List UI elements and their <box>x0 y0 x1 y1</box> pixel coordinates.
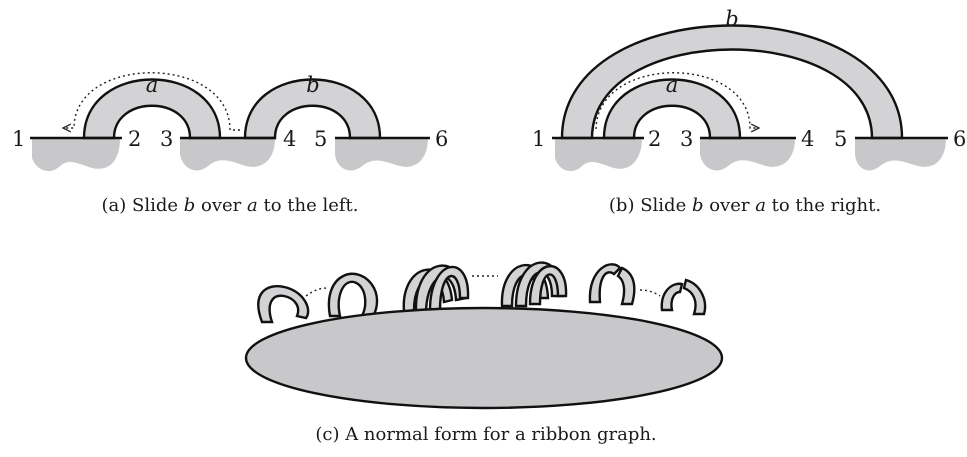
ellipsis-connector-1 <box>305 287 329 297</box>
band-a <box>82 78 222 140</box>
disk-3 <box>855 138 946 171</box>
disk-2 <box>700 138 795 171</box>
disk-1 <box>555 138 642 172</box>
panel-a: a b 1 2 3 4 5 6 (a) Slide b over a to th… <box>12 72 448 216</box>
caption-a: (a) Slide b over a to the left. <box>102 195 359 216</box>
band-a <box>602 78 742 140</box>
vertex-label-6: 6 <box>435 127 448 151</box>
disk-1 <box>32 138 120 172</box>
caption-b: (b) Slide b over a to the right. <box>609 195 881 216</box>
band-loop-6 <box>660 278 707 316</box>
panel-b: a b 1 2 3 4 5 6 (b) Slide b over a to th… <box>532 7 966 216</box>
ellipsis-connector-3 <box>639 289 661 297</box>
vertex-label-6: 6 <box>953 127 966 151</box>
vertex-label-5: 5 <box>834 127 847 151</box>
vertex-label-2: 2 <box>128 127 141 151</box>
disk-3 <box>335 138 428 171</box>
vertex-label-2: 2 <box>648 127 661 151</box>
band-loop-2 <box>327 272 379 320</box>
band-loop-1 <box>257 284 310 324</box>
band-loop-3 <box>402 264 470 314</box>
band-loop-4 <box>500 261 568 308</box>
vertex-label-1: 1 <box>12 127 25 151</box>
band-label-b: b <box>306 73 319 97</box>
band-b <box>243 78 382 140</box>
caption-c: (c) A normal form for a ribbon graph. <box>315 424 656 445</box>
disk-2 <box>180 138 275 171</box>
panel-c: (c) A normal form for a ribbon graph. <box>244 261 724 445</box>
vertex-label-4: 4 <box>801 127 814 151</box>
vertex-label-1: 1 <box>532 127 545 151</box>
vertex-disk <box>244 306 724 410</box>
band-label-a: a <box>146 73 159 97</box>
band-loop-5 <box>588 263 636 306</box>
vertex-label-4: 4 <box>283 127 296 151</box>
vertex-label-5: 5 <box>314 127 327 151</box>
band-label-b: b <box>725 7 738 31</box>
band-label-a: a <box>666 73 679 97</box>
vertex-label-3: 3 <box>680 127 693 151</box>
slide-path-right <box>592 72 758 130</box>
vertex-label-3: 3 <box>160 127 173 151</box>
